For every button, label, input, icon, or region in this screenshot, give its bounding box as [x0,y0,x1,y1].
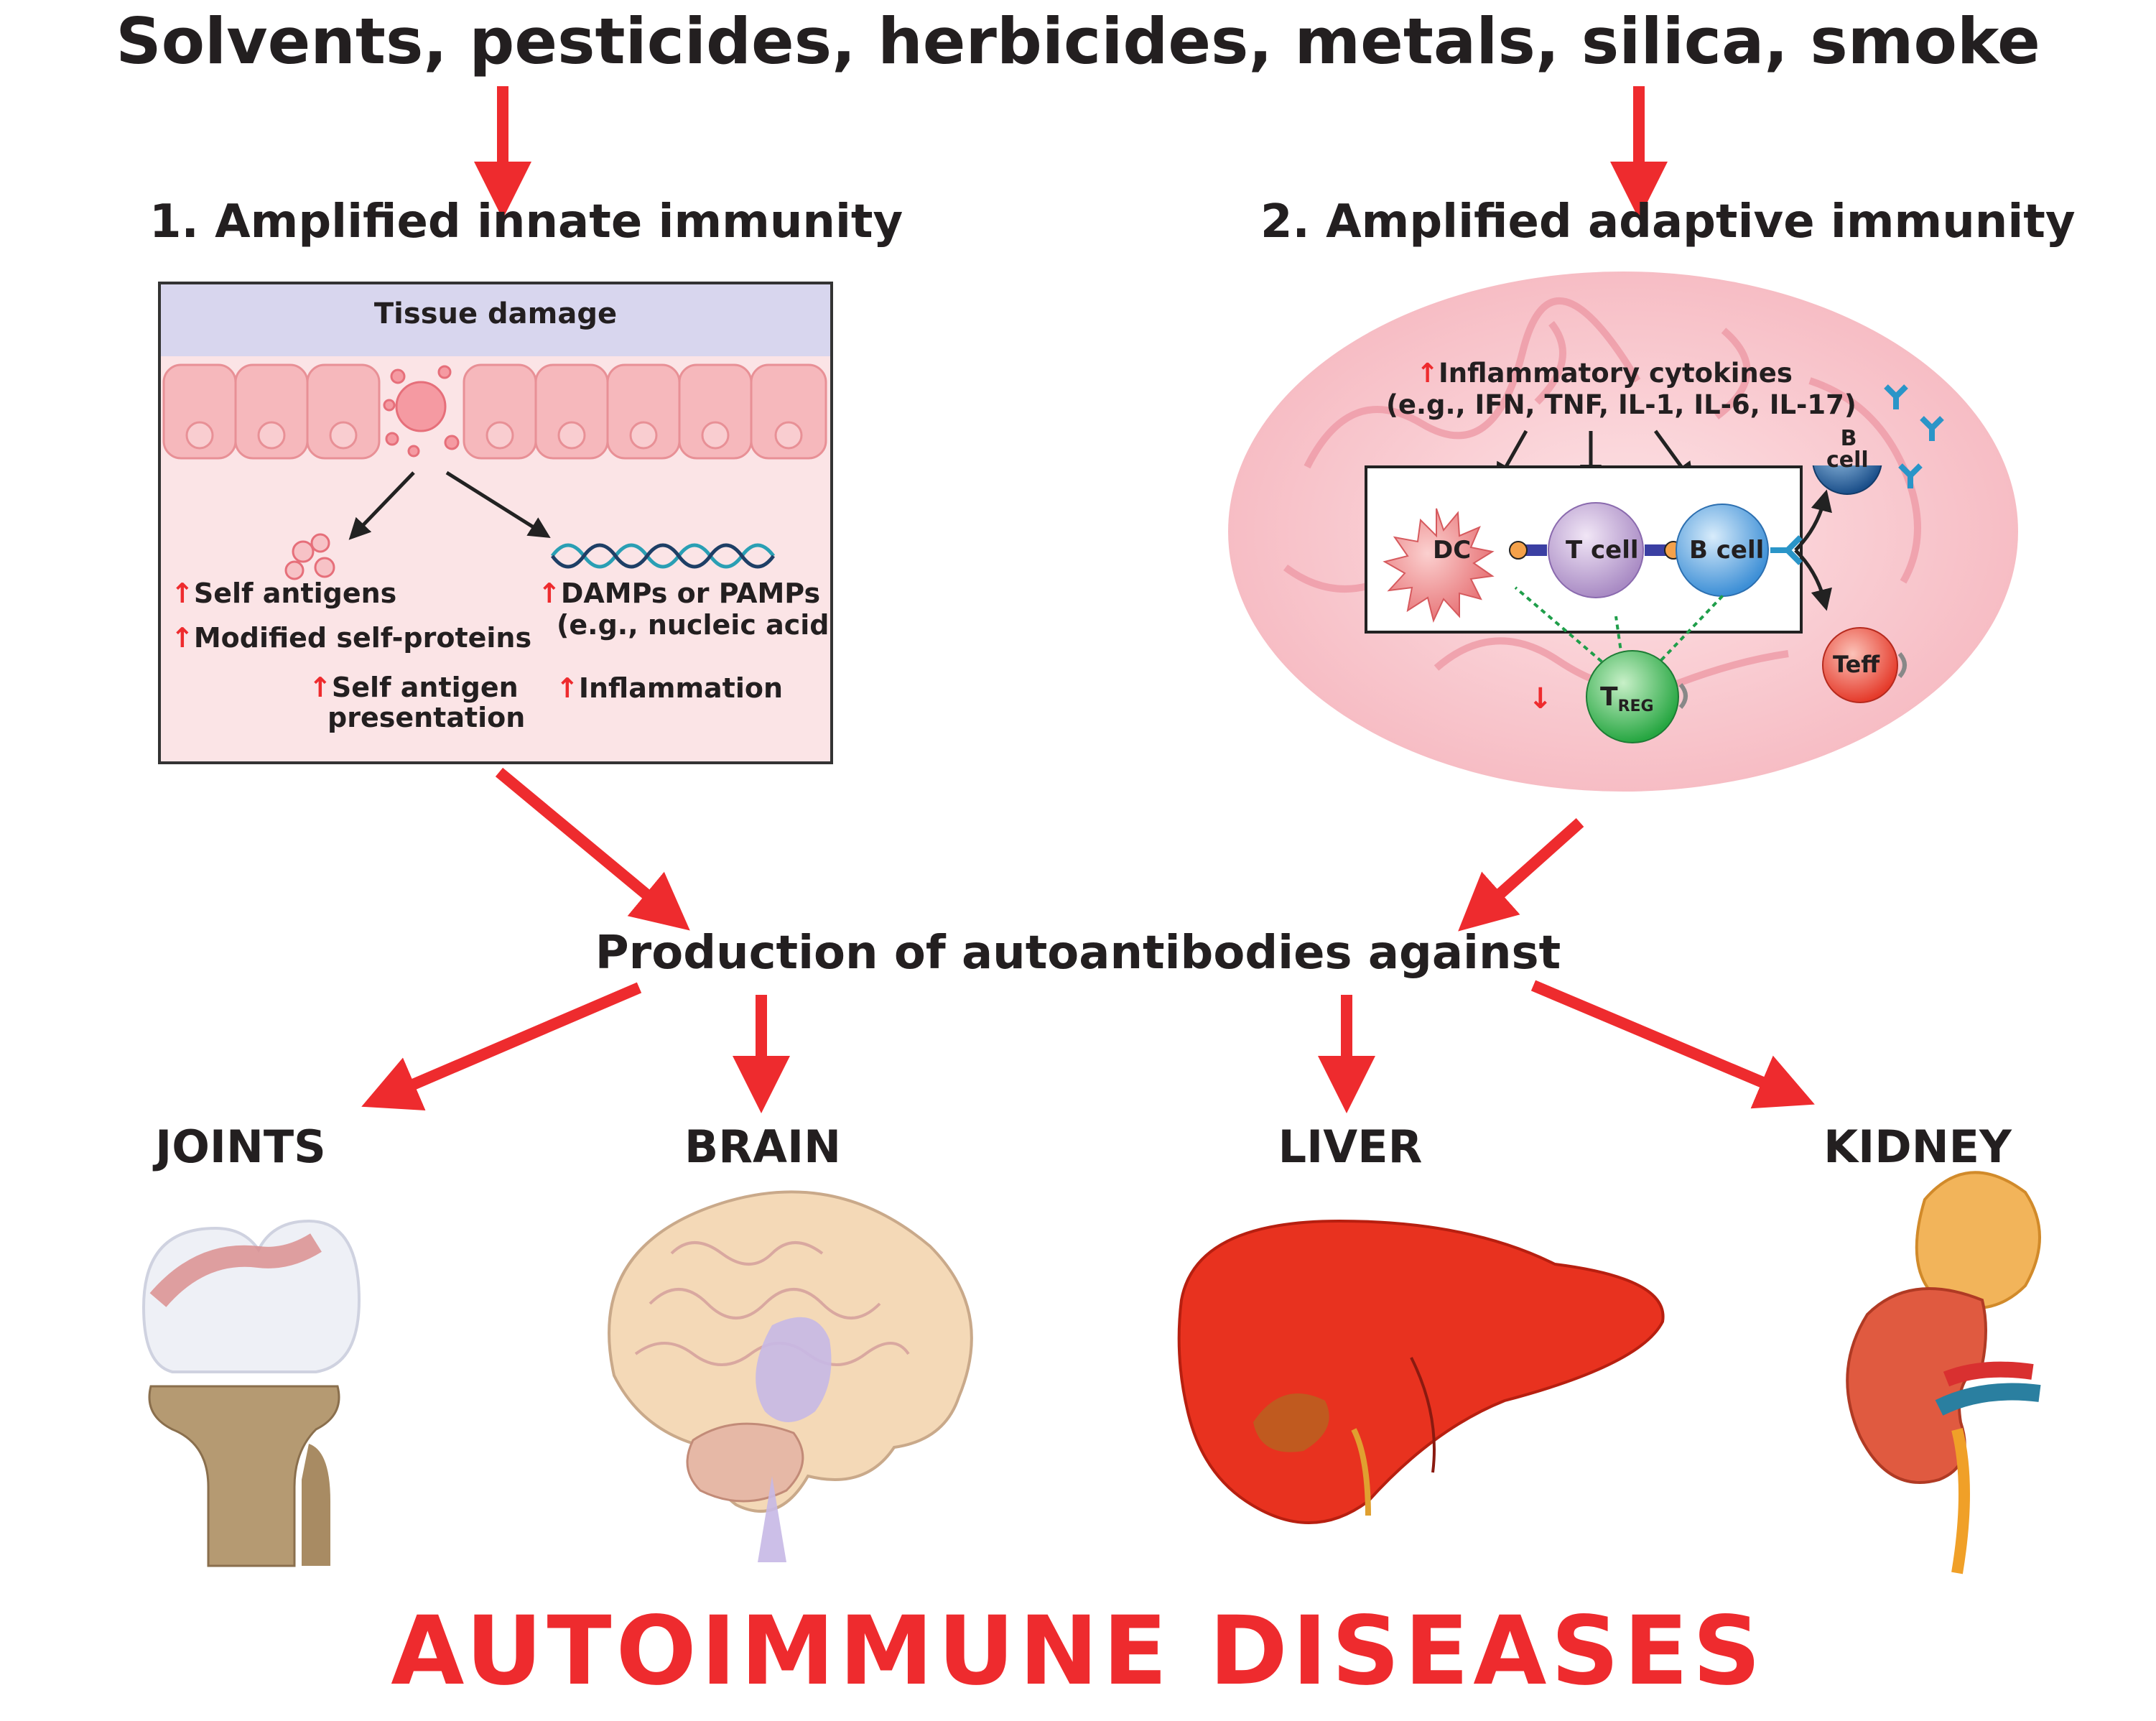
liver-label: LIVER [1278,1121,1423,1173]
epithelial-cells-right [463,363,827,460]
self-antigens-item: ↑Self antigens [171,577,396,609]
epithelial-cells-left [162,363,381,460]
brain-label: BRAIN [684,1121,841,1173]
activated-b-cell-label-2: cell [1826,447,1869,473]
cytokines-label: ↑Inflammatory cytokines [1416,358,1793,389]
adaptive-heading: 2. Amplified adaptive immunity [1260,195,2076,249]
self-antigen-fragments [284,533,335,580]
self-antigen-presentation-label-2: presentation [327,702,526,733]
cytokines-label-1: Inflammatory cytokines [1439,358,1793,389]
teff-cell [1822,627,1898,703]
dc-label: DC [1433,536,1472,565]
up-arrow-icon: ↑ [556,672,579,704]
teff-label: Teff [1833,651,1880,678]
damps-pamps-item: ↑DAMPs or PAMPs(e.g., nucleic acids) [538,577,833,641]
modified-self-proteins-label: Modified self-proteins [193,622,532,654]
inflammation-item: ↑Inflammation [556,672,783,704]
up-arrow-icon: ↑ [538,577,561,609]
up-arrow-icon: ↑ [171,622,194,654]
up-arrow-icon: ↑ [309,672,332,703]
knee-joint-illustration [141,1219,361,1567]
treg-label-main: T [1600,682,1618,712]
tissue-illustration [162,363,827,580]
tissue-damage-label: Tissue damage [373,297,618,330]
treg-inhibition-lines [1514,586,1725,675]
cytokines-examples: (e.g., IFN, TNF, IL-1, IL-6, IL-17) [1386,389,1857,420]
liver-illustration [1177,1219,1665,1524]
synapse-connector-1 [1509,541,1547,560]
self-antigens-label: Self antigens [193,577,397,609]
arrow-innate-to-center [495,767,690,931]
modified-self-proteins-item: ↑Modified self-proteins [171,622,531,654]
up-arrow-icon: ↑ [171,577,194,609]
immune-cells: ↓ [1383,465,1907,743]
b-cell-label: B cell [1689,536,1765,565]
arrow-to-kidney [1530,980,1815,1109]
kidney-label: KIDNEY [1823,1121,2012,1173]
autoantibodies-label: Production of autoantibodies against [595,927,1561,980]
dendritic-cell [1383,508,1495,623]
treg-label-sub: REG [1617,697,1654,716]
bottom-title: AUTOIMMUNE DISEASES [391,1596,1765,1707]
activated-b-cell [1812,465,1882,495]
innate-immunity-panel: Tissue damage [158,282,833,764]
tissue-band [161,284,830,356]
innate-heading: 1. Amplified innate immunity [149,195,903,249]
brain-illustration [608,1190,973,1562]
self-antigen-presentation-label-1: Self antigen [331,672,519,703]
treg-cell [1586,650,1679,743]
arrow-to-joints [361,982,642,1111]
kidney-illustration [1846,1171,2041,1574]
treg-label: TREG [1600,682,1654,715]
cell-nuclei [185,421,803,450]
up-arrow-icon: ↑ [1416,358,1439,389]
down-arrow-icon: ↓ [1528,682,1553,715]
inflammation-label: Inflammation [578,672,784,704]
t-cell-label: T cell [1566,536,1639,565]
joints-label: JOINTS [155,1121,326,1173]
t-cell [1548,502,1644,598]
top-title: Solvents, pesticides, herbicides, metals… [116,4,2040,78]
activated-b-cell-label-1: B [1840,426,1857,451]
dna-helix-icon [550,543,776,569]
arrow-adaptive-to-center [1458,818,1584,932]
secreted-antibodies [1884,384,1944,488]
damaged-cell-debris [383,365,460,458]
damps-pamps-label-2: (e.g., nucleic acids) [557,609,833,641]
antibody-icon [1770,535,1803,565]
damps-pamps-label-1: DAMPs or PAMPs [560,577,821,609]
